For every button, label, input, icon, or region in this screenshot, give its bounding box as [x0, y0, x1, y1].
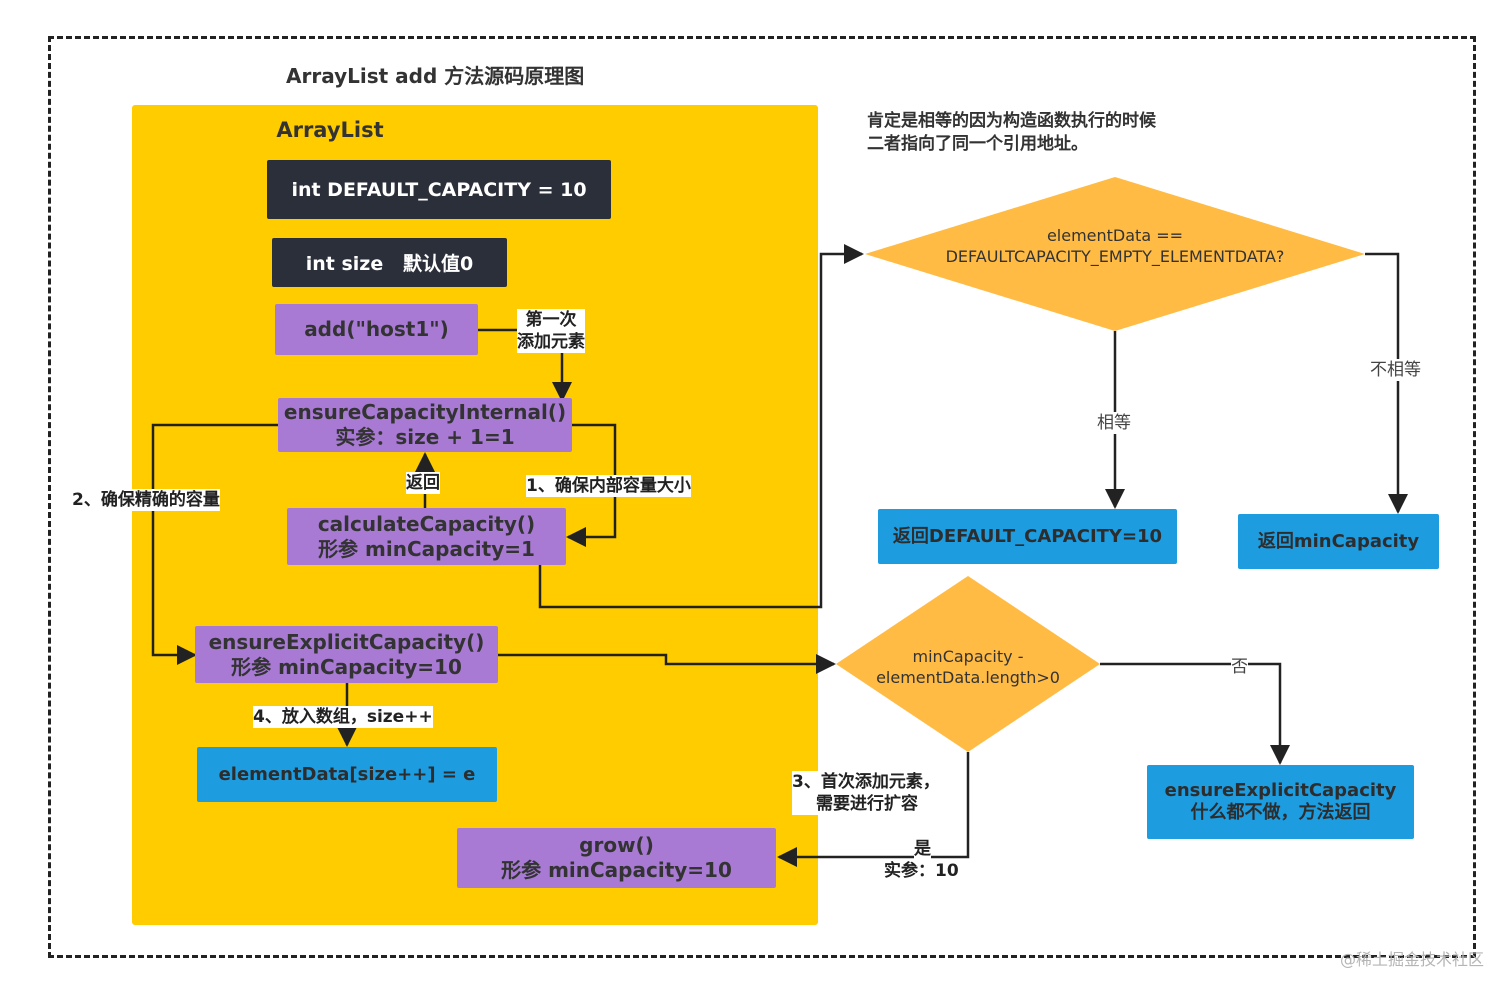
label-arg-10: 实参：10 — [884, 860, 959, 882]
grow-line-1: grow() — [579, 833, 654, 857]
watermark: @稀土掘金技术社区 — [1339, 950, 1484, 969]
default-capacity-box: int DEFAULT_CAPACITY = 10 — [267, 160, 611, 219]
check-length-line-1: minCapacity - — [912, 647, 1024, 666]
label-return: 返回 — [406, 472, 440, 494]
ensure-internal-line-1: ensureCapacityInternal() — [283, 400, 567, 424]
default-capacity-text: int DEFAULT_CAPACITY = 10 — [291, 178, 587, 201]
arrow-no — [1100, 662, 1290, 765]
label-ensure-exact: 2、确保精确的容量 — [72, 489, 220, 511]
container-title: ArrayList — [276, 118, 384, 142]
label-put-array: 4、放入数组，size++ — [253, 706, 433, 728]
calculate-line-1: calculateCapacity() — [317, 511, 536, 536]
size-text: int size 默认值0 — [305, 253, 474, 275]
ensure-explicit-box: ensureExplicitCapacity() 形参 minCapacity=… — [195, 626, 498, 683]
grow-box: grow() 形参 minCapacity=10 — [457, 828, 776, 888]
explicit-nothing-box: ensureExplicitCapacity 什么都不做，方法返回 — [1147, 765, 1414, 839]
arrow-explicit-to-check — [498, 653, 836, 674]
check-length-text: minCapacity - elementData.length>0 — [848, 646, 1088, 688]
size-box: int size 默认值0 — [272, 238, 507, 287]
diagram-frame — [48, 36, 1476, 958]
note-line-2: 二者指向了同一个引用地址。 — [867, 134, 1088, 154]
label-first-add: 第一次 添加元素 — [517, 309, 585, 353]
diagram-title: ArrayList add 方法源码原理图 — [286, 64, 585, 88]
element-data-box: elementData[size++] = e — [197, 747, 497, 802]
element-data-text: elementData[size++] = e — [218, 763, 476, 785]
label-first-expand-line-1: 3、首次添加元素， — [792, 772, 940, 792]
arrow-not-equal — [1365, 252, 1408, 514]
check-empty-line-2: DEFAULTCAPACITY_EMPTY_ELEMENTDATA? — [945, 247, 1285, 266]
ensure-explicit-line-1: ensureExplicitCapacity() — [208, 629, 485, 654]
check-empty-line-1: elementData == — [1046, 226, 1184, 245]
label-yes: 是 — [914, 838, 931, 860]
add-text: add("host1") — [304, 317, 449, 341]
return-default-text: 返回DEFAULT_CAPACITY=10 — [892, 525, 1163, 547]
label-not-equal: 不相等 — [1370, 359, 1421, 381]
return-default-box: 返回DEFAULT_CAPACITY=10 — [878, 509, 1177, 564]
ensure-explicit-line-2: 形参 minCapacity=10 — [231, 654, 462, 679]
ensure-internal-box: ensureCapacityInternal() 实参：size + 1=1 — [278, 398, 572, 452]
explicit-nothing-line-1: ensureExplicitCapacity — [1164, 780, 1397, 801]
calculate-line-2: 形参 minCapacity=1 — [318, 536, 535, 561]
arrow-internal-to-explicit — [151, 423, 278, 665]
return-min-text: 返回minCapacity — [1257, 530, 1420, 552]
explicit-nothing-line-2: 什么都不做，方法返回 — [1190, 802, 1371, 823]
label-first-add-line-1: 第一次 — [525, 310, 577, 330]
check-length-line-2: elementData.length>0 — [876, 668, 1060, 687]
label-equal: 相等 — [1097, 412, 1131, 434]
label-ensure-inner: 1、确保内部容量大小 — [526, 475, 691, 497]
arrow-calculate-to-check — [538, 244, 864, 609]
note-text: 肯定是相等的因为构造函数执行的时候 二者指向了同一个引用地址。 — [867, 110, 1156, 156]
check-empty-text: elementData == DEFAULTCAPACITY_EMPTY_ELE… — [900, 225, 1330, 267]
arrow-yes — [777, 752, 970, 867]
grow-line-2: 形参 minCapacity=10 — [501, 858, 732, 882]
diamond-check-length — [836, 576, 1100, 752]
label-first-expand-line-2: 需要进行扩容 — [816, 794, 918, 814]
note-line-1: 肯定是相等的因为构造函数执行的时候 — [867, 111, 1156, 131]
label-first-add-line-2: 添加元素 — [517, 332, 585, 352]
label-no: 否 — [1231, 656, 1248, 678]
diamond-check-empty — [865, 177, 1365, 331]
add-box: add("host1") — [275, 304, 478, 355]
label-first-expand: 3、首次添加元素， 需要进行扩容 — [792, 771, 940, 815]
return-min-box: 返回minCapacity — [1238, 514, 1439, 569]
ensure-internal-line-2: 实参：size + 1=1 — [335, 425, 515, 449]
calculate-box: calculateCapacity() 形参 minCapacity=1 — [287, 508, 566, 565]
